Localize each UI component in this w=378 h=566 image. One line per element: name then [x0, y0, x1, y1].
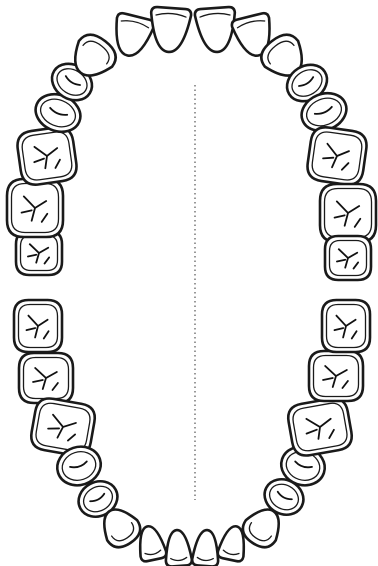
molar-tooth — [322, 300, 370, 352]
incisor-tooth — [192, 529, 220, 566]
molar-tooth — [16, 125, 79, 186]
molar-tooth — [306, 125, 369, 186]
incisor-tooth — [195, 7, 238, 54]
molar-tooth — [19, 353, 73, 403]
molar-tooth — [320, 184, 376, 242]
incisor-tooth — [149, 7, 192, 54]
molar-tooth — [286, 396, 354, 458]
upper-arch — [7, 7, 376, 280]
molar-tooth — [14, 300, 62, 352]
molar-tooth — [325, 236, 371, 280]
molar-tooth — [309, 351, 363, 401]
lower-arch — [14, 300, 370, 566]
incisor-tooth — [164, 529, 192, 566]
molar-tooth — [7, 179, 63, 237]
